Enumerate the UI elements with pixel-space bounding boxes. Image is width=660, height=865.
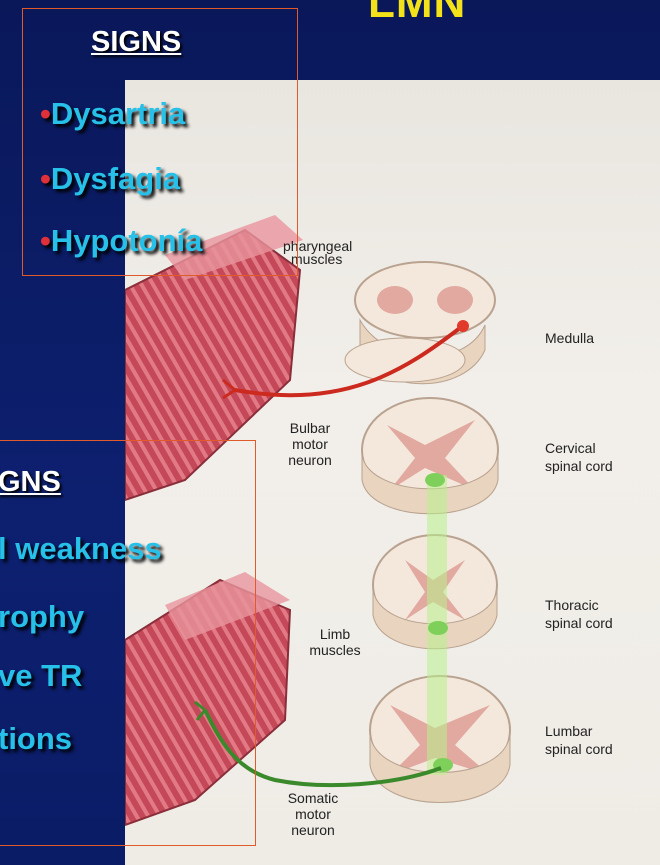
signs-heading-2: GNS — [0, 466, 61, 499]
sign-item-atrophy: rophy — [0, 600, 84, 634]
bullet-icon: • — [40, 223, 51, 258]
bullet-icon: • — [40, 161, 51, 196]
label-somatic-3: neuron — [275, 822, 351, 838]
label-bulbar-1: Bulbar — [275, 420, 345, 436]
signs-heading: SIGNS — [91, 26, 181, 59]
label-bulbar-2: motor — [275, 436, 345, 452]
slide-title: LMN — [368, 0, 466, 28]
label-thoracic-2: spinal cord — [545, 615, 613, 631]
label-cervical-1: Cervical — [545, 440, 596, 456]
label-somatic-2: motor — [275, 806, 351, 822]
label-limb-2: muscles — [297, 642, 373, 658]
label-somatic-1: Somatic — [275, 790, 351, 806]
label-medulla: Medulla — [545, 330, 594, 346]
label-lumbar-1: Lumbar — [545, 723, 592, 739]
cervical-neuron-body — [425, 473, 445, 487]
label-limb-1: Limb — [305, 626, 365, 642]
label-cervical-2: spinal cord — [545, 458, 613, 474]
sign-item-weakness: l weakness — [0, 532, 162, 566]
medulla-section — [345, 262, 495, 384]
sign-item-fasciculations: tions — [0, 722, 72, 756]
sign-item-dysartria: •Dysartria — [40, 97, 185, 131]
thoracic-neuron-body — [428, 621, 448, 635]
label-pharyngeal-muscles: muscles — [291, 251, 342, 267]
bullet-icon: • — [40, 96, 51, 131]
sign-item-hypotonia: •Hypotonía — [40, 224, 202, 258]
bulbar-neuron-cell — [457, 320, 469, 332]
signs-box-limb — [0, 440, 256, 846]
label-thoracic-1: Thoracic — [545, 597, 599, 613]
sign-item-dysfagia: •Dysfagia — [40, 162, 180, 196]
label-lumbar-2: spinal cord — [545, 741, 613, 757]
sign-item-reflexes: ve TR — [0, 659, 82, 693]
label-bulbar-3: neuron — [275, 452, 345, 468]
